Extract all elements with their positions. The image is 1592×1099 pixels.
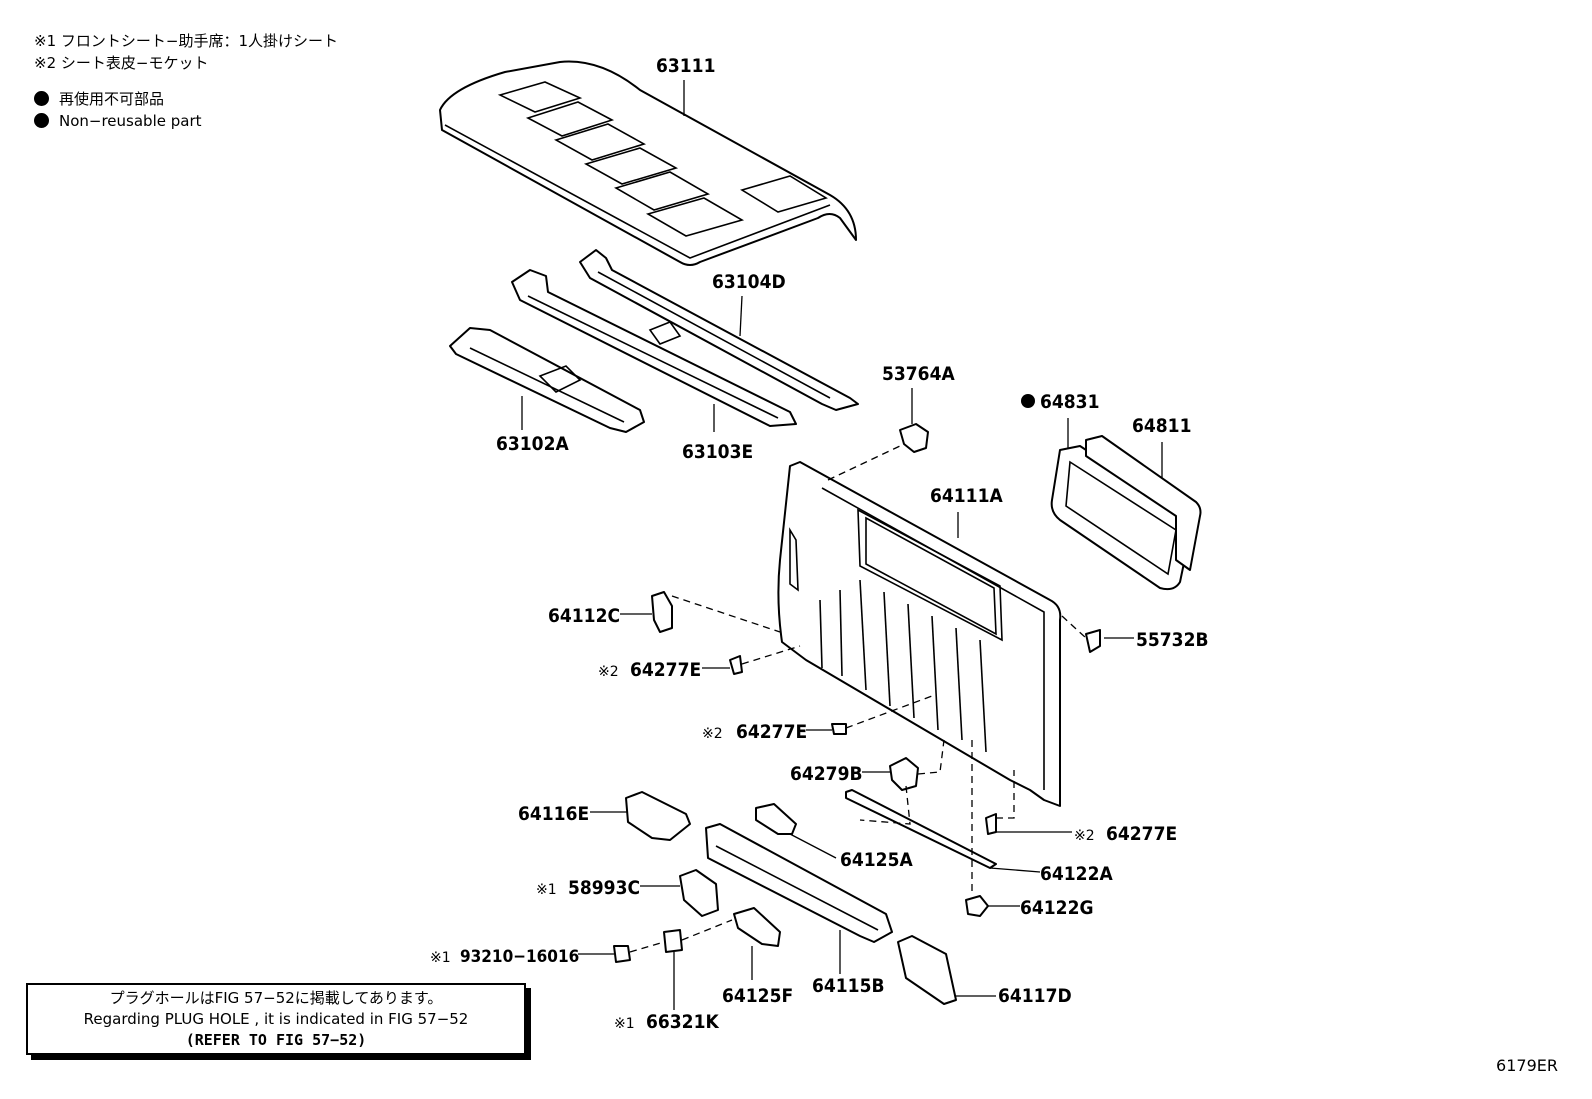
part-roof-rail-front[interactable] — [579, 249, 859, 411]
part-back-panel[interactable] — [777, 461, 1062, 807]
label-64831: 64831 — [1040, 391, 1099, 413]
label-64277e-2: 64277E — [736, 721, 807, 743]
part-back-glass[interactable] — [1085, 435, 1202, 571]
label-64122g: 64122G — [1020, 897, 1094, 919]
part-bracket-64116e[interactable] — [625, 791, 691, 841]
reference-en: Regarding PLUG HOLE , it is indicated in… — [83, 1010, 469, 1028]
part-fastener-64277e-3[interactable] — [985, 813, 997, 835]
plug-hole-reference-box: プラグホールはFIG 57−52に掲載してあります。 Regarding PLU… — [26, 983, 526, 1055]
legend-en: Non−reusable part — [59, 112, 202, 130]
part-bolt-93210[interactable] — [613, 945, 631, 963]
label-64112c: 64112C — [548, 605, 620, 627]
legend-jp: 再使用不可部品 — [59, 90, 165, 108]
part-fastener-64277e-1[interactable] — [729, 655, 743, 675]
part-clip-64112c[interactable] — [651, 591, 673, 633]
part-grommet-64122g[interactable] — [965, 895, 989, 917]
part-clip-55732b[interactable] — [1085, 629, 1101, 653]
reference-fig-link[interactable]: (REFER TO FIG 57−52) — [185, 1031, 367, 1049]
mark-2-b: ※2 — [702, 726, 723, 742]
leader-lines — [521, 80, 1163, 1010]
assembly-lines — [629, 445, 1087, 953]
mark-1-b: ※1 — [430, 950, 451, 966]
label-55732b: 55732B — [1136, 629, 1209, 651]
non-reusable-dot-icon — [34, 113, 49, 128]
label-63104d: 63104D — [712, 271, 786, 293]
note-2: ※2 シート表皮−モケット — [34, 54, 209, 72]
part-bracket-64117d[interactable] — [897, 935, 957, 1005]
label-64125f: 64125F — [722, 985, 793, 1007]
part-bracket-64125f[interactable] — [733, 907, 781, 947]
label-64122a: 64122A — [1040, 863, 1113, 885]
mark-1-a: ※1 — [536, 882, 557, 898]
part-roof-panel[interactable] — [439, 60, 857, 266]
part-bracket-64125a[interactable] — [755, 803, 797, 835]
part-roof-rail-middle[interactable] — [511, 269, 797, 427]
mark-2-a: ※2 — [598, 664, 619, 680]
label-64117d: 64117D — [998, 985, 1072, 1007]
part-bracket-53764a[interactable] — [899, 423, 929, 453]
label-64125a: 64125A — [840, 849, 913, 871]
label-58993c: 58993C — [568, 877, 640, 899]
label-63102a: 63102A — [496, 433, 569, 455]
part-cushion-66321k[interactable] — [663, 929, 683, 953]
label-66321k: 66321K — [646, 1011, 719, 1033]
part-roof-rail-rear[interactable] — [449, 327, 645, 433]
notes-legend: ※1 フロントシート−助手席：1人掛けシート ※2 シート表皮−モケット 再使用… — [34, 30, 338, 132]
part-fastener-64277e-2[interactable] — [831, 723, 847, 735]
label-64277e-1: 64277E — [630, 659, 701, 681]
label-64116e: 64116E — [518, 803, 589, 825]
legend-jp-row: 再使用不可部品 — [34, 88, 338, 110]
mark-1-c: ※1 — [614, 1016, 635, 1032]
reference-jp: プラグホールはFIG 57−52に掲載してあります。 — [109, 989, 443, 1007]
label-64111a: 64111A — [930, 485, 1003, 507]
legend-en-row: Non−reusable part — [34, 110, 338, 132]
label-64279b: 64279B — [790, 763, 863, 785]
label-64811: 64811 — [1132, 415, 1191, 437]
label-53764a: 53764A — [882, 363, 955, 385]
non-reusable-dot-icon — [1021, 394, 1035, 408]
label-93210-16016: 93210−16016 — [460, 947, 579, 967]
label-64277e-3: 64277E — [1106, 823, 1177, 845]
figure-code: 6179ER — [1496, 1056, 1558, 1075]
non-reusable-dot-icon — [34, 91, 49, 106]
label-63111: 63111 — [656, 55, 715, 77]
mark-2-c: ※2 — [1074, 828, 1095, 844]
part-cross-member[interactable] — [705, 823, 893, 943]
note-1: ※1 フロントシート−助手席：1人掛けシート — [34, 32, 338, 50]
label-63103e: 63103E — [682, 441, 753, 463]
label-64115b: 64115B — [812, 975, 885, 997]
part-bracket-58993c[interactable] — [679, 869, 719, 917]
part-bracket-64279b[interactable] — [889, 757, 919, 791]
part-trim-strip-64122a[interactable] — [845, 789, 997, 869]
